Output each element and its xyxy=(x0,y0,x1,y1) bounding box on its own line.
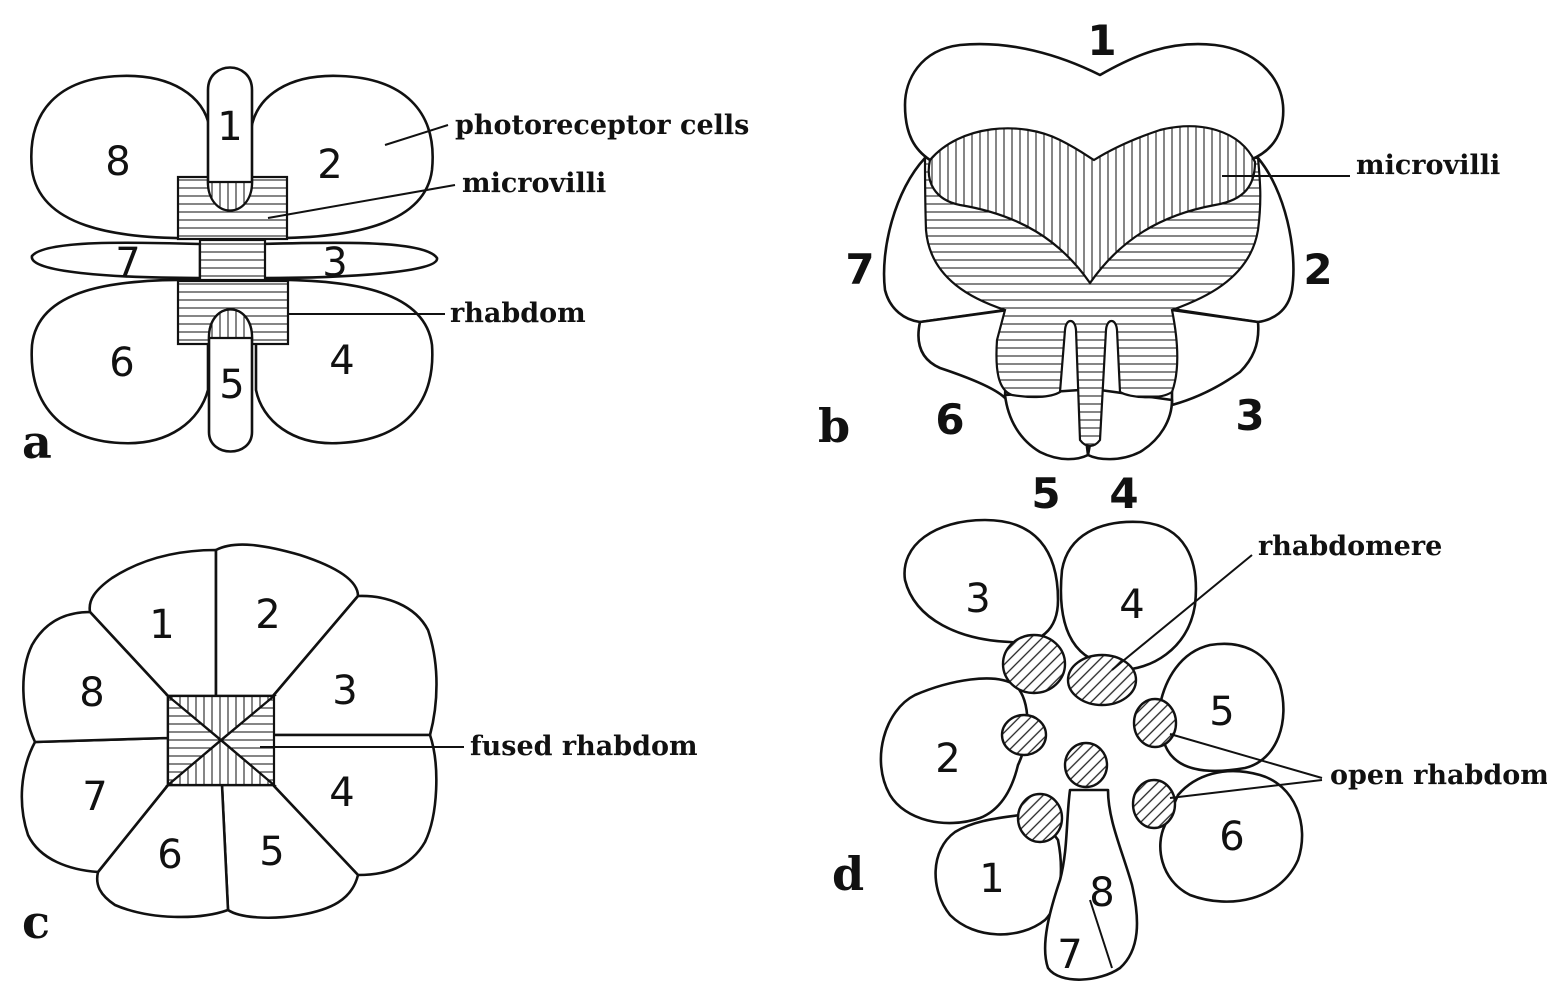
cell-label-5: 5 xyxy=(219,362,244,408)
cell-c8-shape xyxy=(22,610,170,744)
label-microvilli-b: microvilli xyxy=(1356,150,1500,181)
cell-7-shape xyxy=(30,241,202,280)
cell-6-shape-b xyxy=(917,308,1010,400)
rhabdomere-d8 xyxy=(1063,741,1109,789)
panel-letter-d: d xyxy=(832,847,864,901)
label-photoreceptor-cells: photoreceptor cells xyxy=(455,110,749,141)
cell-d1-shape xyxy=(934,813,1063,936)
label-rhabdomere: rhabdomere xyxy=(1258,531,1442,562)
cell-3-shape-b xyxy=(1170,308,1260,407)
cell-label-d1: 1 xyxy=(979,856,1004,902)
cell-label-1: 1 xyxy=(217,104,242,150)
fused-rhabdom-diag-2 xyxy=(167,695,275,786)
cell-4-shape-b xyxy=(1086,388,1174,461)
cell-8-shape xyxy=(30,74,212,240)
rhabdomere-d6 xyxy=(1131,778,1177,830)
panel-b: 1 2 3 4 5 6 7 microvilli b xyxy=(818,16,1500,518)
cell-label-c2: 2 xyxy=(255,592,280,638)
leader-photoreceptor xyxy=(384,124,449,146)
cell-c2-shape xyxy=(214,543,360,698)
cell-label-d2: 2 xyxy=(935,736,960,782)
cell-5-shape-b xyxy=(1003,388,1090,461)
panel-letter-b: b xyxy=(818,399,850,453)
leader-microvilli-a xyxy=(267,184,456,219)
leader-rhabdomere xyxy=(1111,554,1253,671)
cell-label-c3: 3 xyxy=(332,668,357,714)
cell-4-shape xyxy=(253,278,434,445)
cell-label-7: 7 xyxy=(115,240,140,286)
cell-label-b6: 6 xyxy=(935,395,964,444)
cell-label-d3: 3 xyxy=(965,576,990,622)
cell-label-2: 2 xyxy=(317,142,342,188)
rhabdomere-d2 xyxy=(1000,713,1048,757)
cell-label-c6: 6 xyxy=(157,832,182,878)
cell-c3-shape xyxy=(271,594,438,737)
cell-c6-shape xyxy=(95,783,230,919)
cell-label-b3: 3 xyxy=(1235,391,1264,440)
leader-open-rhabdom-2 xyxy=(1169,779,1323,799)
cell-3-shape xyxy=(260,241,439,280)
cell-label-c8: 8 xyxy=(79,670,104,716)
cell-label-c5: 5 xyxy=(259,829,284,875)
rhabdomere-d1 xyxy=(1016,792,1064,844)
microvilli-heart-b xyxy=(927,125,1257,285)
cell-5-tip xyxy=(207,308,254,340)
rhabdomere-d5 xyxy=(1132,697,1178,749)
panel-c: 1 2 3 4 5 6 7 8 fused rhabdom c xyxy=(20,543,698,949)
cell-label-b7: 7 xyxy=(845,245,874,294)
cell-label-c1: 1 xyxy=(149,602,174,648)
panel-d: 3 4 5 6 2 1 8 7 rhabdomere open rhabdom … xyxy=(832,518,1547,981)
cell-label-d7: 7 xyxy=(1057,932,1082,978)
cell-6-shape xyxy=(30,278,210,445)
label-rhabdom: rhabdom xyxy=(450,298,586,329)
cell-label-d8: 8 xyxy=(1089,870,1114,916)
panel-letter-a: a xyxy=(22,415,52,469)
cell-c7-shape xyxy=(20,736,170,874)
cell-label-b2: 2 xyxy=(1303,245,1332,294)
label-microvilli-a: microvilli xyxy=(462,168,606,199)
cell-d8-shape xyxy=(1043,788,1139,981)
label-open-rhabdom: open rhabdom xyxy=(1330,760,1547,791)
cell-d3-shape xyxy=(903,518,1060,644)
panel-letter-c: c xyxy=(22,895,50,949)
cell-label-8: 8 xyxy=(105,139,130,185)
cell-label-b5: 5 xyxy=(1031,469,1060,518)
cell-label-6: 6 xyxy=(109,340,134,386)
cell-label-4: 4 xyxy=(329,338,354,384)
cell-1-tip xyxy=(206,180,254,212)
cell-d8-divider xyxy=(1089,899,1113,969)
cell-label-d5: 5 xyxy=(1209,689,1234,735)
cell-label-b1: 1 xyxy=(1087,16,1116,65)
rhabdom-b xyxy=(923,156,1262,448)
cell-d6-shape xyxy=(1159,769,1304,903)
cell-c4-shape xyxy=(271,733,438,877)
label-fused-rhabdom: fused rhabdom xyxy=(470,731,698,762)
leader-open-rhabdom-1 xyxy=(1169,733,1323,779)
rhabdomere-d4 xyxy=(1066,653,1138,707)
cell-label-b4: 4 xyxy=(1109,469,1138,518)
cell-label-d4: 4 xyxy=(1119,582,1144,628)
cell-label-c7: 7 xyxy=(82,774,107,820)
cell-label-3: 3 xyxy=(322,240,347,286)
panel-a: 1 2 3 4 5 6 7 8 photoreceptor cells micr… xyxy=(22,66,749,469)
cell-label-c4: 4 xyxy=(329,770,354,816)
cell-label-d6: 6 xyxy=(1219,814,1244,860)
rhabdom-middle xyxy=(198,238,267,282)
rhabdomere-d3 xyxy=(1001,633,1067,695)
cell-c1-shape xyxy=(88,548,218,698)
